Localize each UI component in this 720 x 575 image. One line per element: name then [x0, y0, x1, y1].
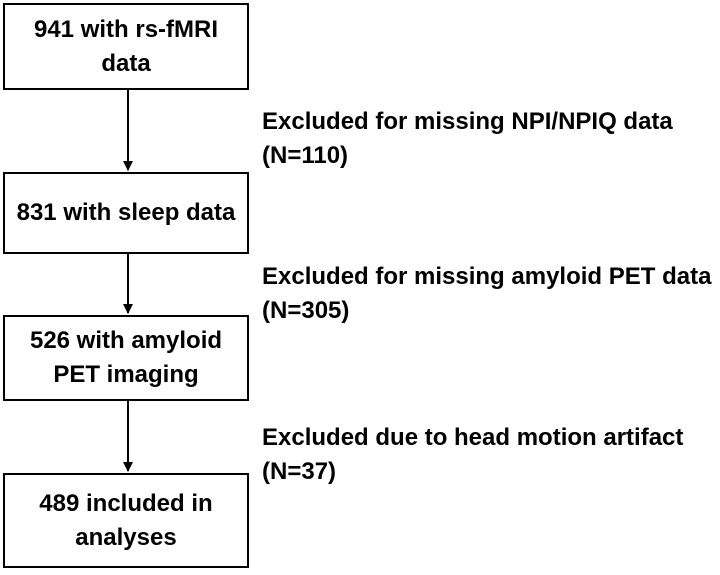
exclusion-count: (N=305): [262, 297, 350, 324]
step-label-line: 941 with rs-fMRI: [33, 15, 219, 43]
step-label-line: 526 with amyloid: [29, 327, 223, 354]
exclusion-reason: Excluded due to head motion artifact: [262, 424, 684, 451]
exclusion-count: (N=37): [262, 458, 337, 485]
exclusion-count: (N=110): [262, 142, 349, 169]
step-label-line: data: [101, 49, 151, 77]
exclusion-reason: Excluded for missing NPI/NPIQ data: [262, 108, 673, 135]
step-label-line: analyses: [75, 523, 177, 551]
step-label-line: 831 with sleep data: [16, 199, 236, 226]
step-box-sleep: 831 with sleep data: [3, 172, 249, 254]
exclusion-note-motion: Excluded due to head motion artifact (N=…: [262, 421, 683, 489]
step-label-line: 489 included in: [39, 489, 213, 517]
exclusion-note-npi: Excluded for missing NPI/NPIQ data (N=11…: [262, 105, 673, 173]
step-box-amyloid: 526 with amyloid PET imaging: [3, 315, 249, 401]
exclusion-note-amyloid: Excluded for missing amyloid PET data (N…: [262, 260, 711, 328]
step-label-line: PET imaging: [53, 361, 199, 388]
exclusion-reason: Excluded for missing amyloid PET data: [262, 263, 712, 290]
step-box-rsfmri: 941 with rs-fMRI data: [3, 3, 249, 90]
step-box-included: 489 included in analyses: [3, 473, 249, 568]
